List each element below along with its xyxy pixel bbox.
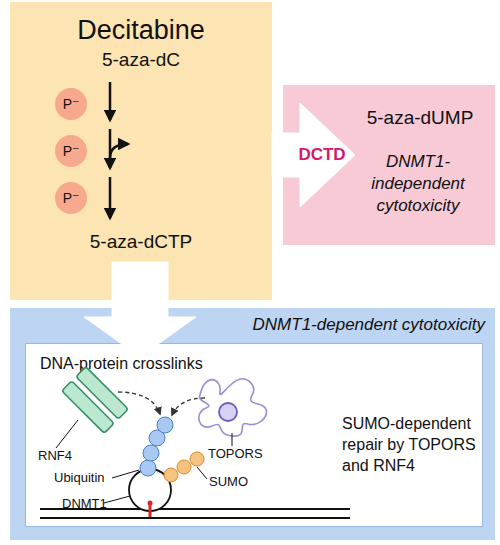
drug-panel: Decitabine 5-aza-dC 5-aza-dCTP P⁻ P⁻ P⁻ bbox=[10, 2, 272, 300]
block-arrow bbox=[272, 103, 355, 207]
dna-strand bbox=[40, 517, 350, 519]
compound-label: 5-aza-dCTP bbox=[10, 231, 272, 254]
step-arrow bbox=[109, 177, 112, 218]
ubiquitin-bead bbox=[140, 460, 156, 476]
enzyme-label: DCTD bbox=[298, 145, 345, 165]
phosphate-label: P⁻ bbox=[55, 135, 87, 167]
leader-line bbox=[232, 433, 233, 446]
phosphate-circle: P⁻ bbox=[55, 182, 87, 214]
outcome-label: DNMT1-independent cytotoxicity bbox=[341, 151, 495, 217]
leader-line bbox=[197, 467, 207, 479]
rnf4-dimer bbox=[62, 367, 128, 433]
drug-name: Decitabine bbox=[10, 14, 272, 46]
recruitment-arrow bbox=[172, 398, 205, 415]
leader-line bbox=[112, 470, 139, 478]
topors-domain bbox=[219, 403, 237, 421]
protein-label: SUMO bbox=[209, 474, 248, 490]
outcome-label: DNMT1-dependent cytotoxicity bbox=[210, 315, 485, 335]
repair-note: SUMO-dependent repair by TOPORS and RNF4 bbox=[342, 414, 482, 476]
recruitment-arrow bbox=[118, 392, 160, 414]
protein-label: Ubiquitin bbox=[54, 470, 105, 486]
phosphate-label: P⁻ bbox=[55, 182, 87, 214]
crosslink-mark bbox=[148, 501, 153, 506]
leader-line bbox=[56, 420, 78, 448]
crosslink-mark bbox=[149, 504, 152, 517]
metabolite-label: 5-aza-dUMP bbox=[345, 107, 495, 130]
phosphate-circle: P⁻ bbox=[55, 135, 87, 167]
topors-protein bbox=[199, 379, 267, 436]
ubiquitin-bead bbox=[149, 430, 165, 446]
block-arrow bbox=[84, 262, 196, 357]
protein-label: DNMT1 bbox=[62, 496, 107, 512]
panel-heading: DNA-protein crosslinks bbox=[40, 354, 300, 373]
sumo-bead bbox=[177, 460, 191, 474]
protein-label: TOPORS bbox=[208, 446, 263, 462]
ubiquitin-bead bbox=[157, 417, 173, 433]
compound-label: 5-aza-dC bbox=[10, 49, 272, 72]
step-arrow bbox=[109, 82, 112, 120]
dna-strand bbox=[40, 508, 350, 510]
metabolite-panel: 5-aza-dUMP DNMT1-independent cytotoxicity bbox=[283, 85, 495, 245]
phosphate-circle: P⁻ bbox=[55, 88, 87, 120]
ubiquitin-bead bbox=[143, 445, 159, 461]
rnf4-subunit bbox=[62, 381, 114, 433]
dnmt1-protein bbox=[129, 469, 171, 511]
protein-label: RNF4 bbox=[38, 448, 72, 464]
sumo-bead bbox=[164, 468, 178, 482]
mechanism-panel: DNMT1-dependent cytotoxicityDNA-protein … bbox=[10, 308, 495, 540]
leader-line bbox=[104, 496, 130, 503]
step-arrow bbox=[109, 129, 112, 168]
sumo-bead bbox=[190, 452, 204, 466]
phosphate-label: P⁻ bbox=[55, 88, 87, 120]
rnf4-subunit bbox=[76, 367, 128, 419]
crosslink-panel: DNA-protein crosslinksSUMO-dependent rep… bbox=[25, 343, 483, 527]
branch-arrow bbox=[110, 144, 128, 158]
